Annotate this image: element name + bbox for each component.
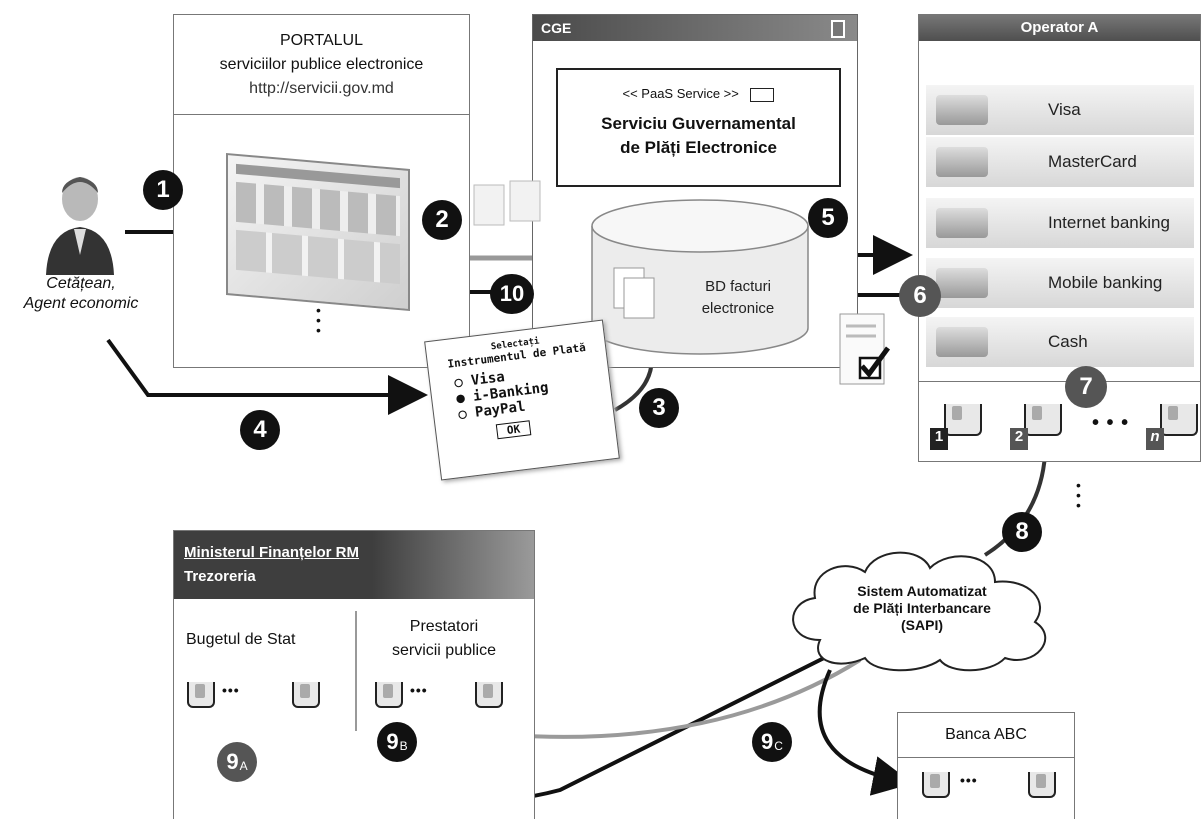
sapi-label: Sistem Automatizat de Plăți Interbancare… — [853, 583, 991, 633]
pay-method-cash: Cash — [926, 317, 1194, 367]
bank-box: Banca ABC — [897, 712, 1075, 819]
window-icon — [831, 20, 845, 38]
sapi-cloud — [792, 551, 1047, 672]
cash-icon — [936, 327, 988, 357]
portal-screenshot — [226, 152, 410, 312]
account-vault-2 — [1024, 404, 1062, 436]
portal-header: PORTALUL serviciilor publice electronice… — [174, 15, 469, 115]
account-dots: • • • — [1092, 412, 1130, 434]
ok-button[interactable]: OK — [495, 420, 532, 440]
pay-method-internet-banking: Internet banking — [926, 198, 1194, 248]
provider-dots: ••• — [410, 682, 428, 698]
budget-vault-1 — [187, 682, 215, 708]
service-name: Serviciu Guvernamental de Plăți Electron… — [601, 113, 796, 157]
operator-more-dots: ••• — [1076, 477, 1081, 513]
invoice-documents-icon — [473, 180, 541, 226]
invoice-database — [591, 199, 809, 355]
citizen-figure — [40, 165, 120, 275]
account-label-n: n — [1146, 428, 1164, 450]
operator-accounts-area — [919, 381, 1200, 462]
ministry-name: Ministerul Finanțelor RM — [184, 544, 360, 561]
account-vault-n — [1160, 404, 1198, 436]
internet-banking-icon — [936, 208, 988, 238]
account-label-1: 1 — [930, 428, 948, 450]
step-6-badge: 6 — [899, 275, 941, 317]
radio-empty-icon: ○ — [457, 405, 468, 423]
step-8-badge: 8 — [1002, 512, 1042, 552]
portal-title: PORTALUL — [280, 32, 363, 49]
step-5-badge: 5 — [808, 198, 848, 238]
account-label-2: 2 — [1010, 428, 1028, 450]
portal-url: http://servicii.gov.md — [249, 80, 394, 97]
budget-dots: ••• — [222, 682, 240, 698]
provider-vault-1 — [375, 682, 403, 708]
treasury-divider — [355, 611, 357, 731]
pay-method-mobile-banking: Mobile banking — [926, 258, 1194, 308]
portal-box: PORTALUL serviciilor publice electronice… — [173, 14, 470, 368]
treasury-header: Ministerul Finanțelor RM Trezoreria — [174, 531, 534, 599]
step-2-badge: 2 — [422, 200, 462, 240]
paas-stereotype: << PaaS Service >> — [558, 86, 839, 102]
budget-vault-2 — [292, 682, 320, 708]
portal-more-dots: ••• — [316, 302, 321, 338]
step-10-badge: 10 — [490, 274, 534, 314]
visa-card-icon — [936, 95, 988, 125]
paid-invoice-icon — [839, 313, 891, 385]
portal-subtitle: serviciilor publice electronice — [219, 56, 424, 73]
mastercard-icon — [936, 147, 988, 177]
payment-instrument-selector: Selectați Instrumentul de Plată ○ Visa ●… — [424, 319, 620, 481]
step-3-badge: 3 — [639, 388, 679, 428]
step-1-badge: 1 — [143, 170, 183, 210]
step-7-badge: 7 — [1065, 366, 1107, 408]
radio-empty-icon: ○ — [453, 374, 464, 392]
treasury-name: Trezoreria — [184, 568, 256, 585]
radio-selected-icon: ● — [455, 390, 466, 407]
provider-vault-2 — [475, 682, 503, 708]
bank-name: Banca ABC — [898, 713, 1074, 758]
cge-header: CGE — [533, 15, 857, 41]
person-icon — [46, 177, 114, 275]
bank-dots: ••• — [960, 772, 978, 788]
operator-header: Operator A — [919, 15, 1200, 41]
component-icon — [750, 87, 775, 102]
bank-vault-2 — [1028, 772, 1056, 798]
arrow-step-9c — [817, 669, 913, 796]
arrow-step-4 — [106, 338, 428, 415]
paas-service-box: << PaaS Service >> Serviciu Guvernamenta… — [556, 68, 841, 187]
pay-method-visa: Visa — [926, 85, 1194, 135]
db-label: BD facturi electronice — [701, 278, 775, 317]
mobile-phone-icon — [936, 268, 988, 298]
bank-vault-1 — [922, 772, 950, 798]
step-4-badge: 4 — [240, 410, 280, 450]
state-budget-label: Bugetul de Stat — [186, 631, 296, 648]
account-vault-1 — [944, 404, 982, 436]
pay-method-mastercard: MasterCard — [926, 137, 1194, 187]
citizen-label: Cetățean, Agent economic — [23, 275, 139, 312]
service-providers-label: Prestatori servicii publice — [391, 618, 497, 659]
